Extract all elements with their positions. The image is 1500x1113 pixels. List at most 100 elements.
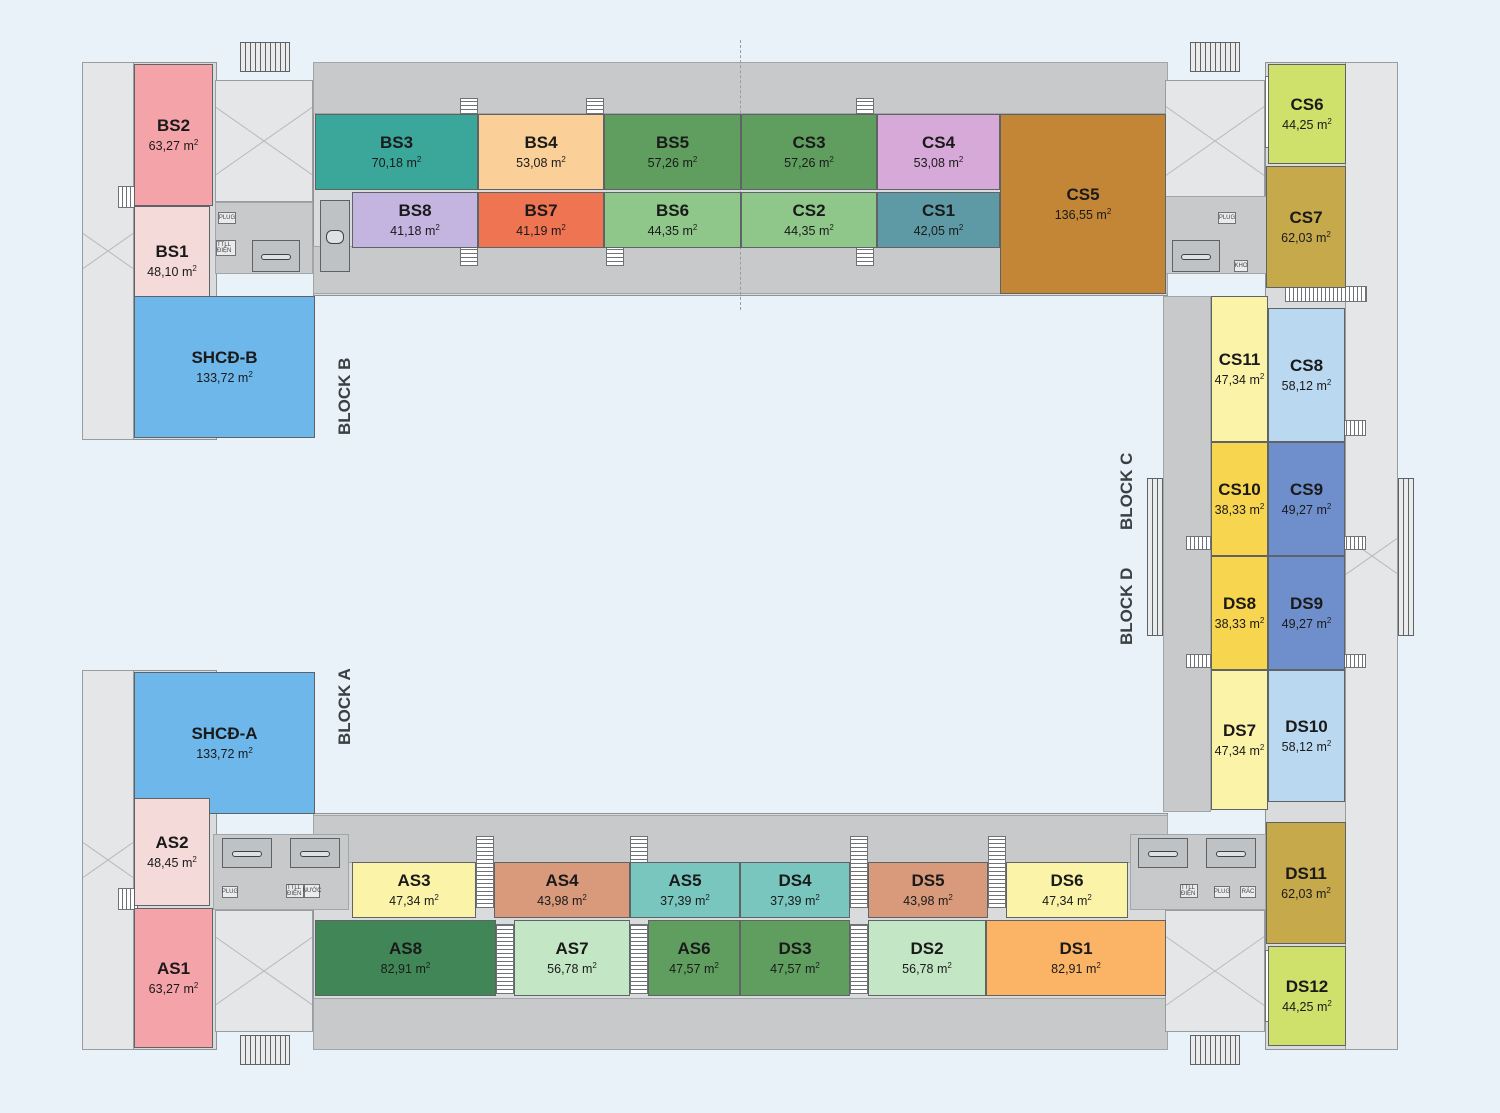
unit-area: 58,12 m2 xyxy=(1281,377,1332,394)
lift-a-1 xyxy=(222,838,272,868)
unit-bs4[interactable]: BS4 53,08 m2 xyxy=(478,114,604,190)
unit-name: DS1 xyxy=(1059,938,1093,958)
void-b-w-edge xyxy=(82,62,134,440)
unit-area: 57,26 m2 xyxy=(647,154,698,171)
unit-cs6[interactable]: CS6 44,25 m2 xyxy=(1268,64,1346,164)
south-corridor xyxy=(313,815,1168,863)
unit-name: DS9 xyxy=(1289,593,1324,613)
stair-s-4 xyxy=(988,836,1006,908)
south-outer-band xyxy=(313,998,1168,1050)
unit-name: AS2 xyxy=(155,832,189,852)
unit-area: 37,39 m2 xyxy=(660,892,710,909)
east-corridor xyxy=(1163,296,1211,812)
unit-ds7[interactable]: DS7 47,34 m2 xyxy=(1211,670,1268,810)
unit-area: 44,25 m2 xyxy=(1282,116,1332,133)
unit-area: 41,18 m2 xyxy=(390,222,440,239)
unit-name: DS6 xyxy=(1050,870,1084,890)
unit-area: 47,57 m2 xyxy=(770,960,820,977)
unit-area: 43,98 m2 xyxy=(903,892,953,909)
unit-name: SHCĐ-B xyxy=(191,347,258,367)
void-a-sw xyxy=(215,910,313,1032)
store-c: KHO xyxy=(1234,260,1248,272)
unit-ds6[interactable]: DS6 47,34 m2 xyxy=(1006,862,1128,918)
block-c-label: BLOCK C xyxy=(1117,452,1136,530)
unit-shcd-b[interactable]: SHCĐ-B 133,72 m2 xyxy=(134,296,315,438)
unit-ds11[interactable]: DS11 62,03 m2 xyxy=(1266,822,1346,944)
stair-s-1 xyxy=(476,836,494,908)
block-b-label: BLOCK B xyxy=(335,357,354,435)
unit-name: BS6 xyxy=(655,200,690,220)
lift-d-1 xyxy=(1138,838,1188,868)
unit-name: AS3 xyxy=(397,870,431,890)
roof-grille-nw xyxy=(240,42,290,72)
unit-area: 47,34 m2 xyxy=(1214,742,1265,759)
unit-name: DS11 xyxy=(1285,863,1327,883)
unit-name: BS4 xyxy=(524,132,558,152)
elec-a: TTLL ĐIỆN xyxy=(286,884,304,898)
unit-ds9[interactable]: DS9 49,27 m2 xyxy=(1268,556,1345,670)
plug-d: PLUG xyxy=(1214,886,1230,898)
unit-area: 58,12 m2 xyxy=(1281,738,1332,755)
unit-area: 47,34 m2 xyxy=(1042,892,1092,909)
water-a: NƯỚC xyxy=(303,884,321,898)
unit-area: 47,57 m2 xyxy=(669,960,719,977)
unit-ds3[interactable]: DS3 47,57 m2 xyxy=(740,920,850,996)
unit-area: 49,27 m2 xyxy=(1281,615,1332,632)
unit-name: CS5 xyxy=(1066,184,1100,204)
unit-area: 42,05 m2 xyxy=(913,222,964,239)
east-grille-right xyxy=(1398,478,1414,636)
stair-s-6 xyxy=(630,924,648,994)
unit-ds10[interactable]: DS10 58,12 m2 xyxy=(1268,670,1345,802)
unit-area: 53,08 m2 xyxy=(516,154,566,171)
unit-name: DS7 xyxy=(1222,720,1257,740)
unit-area: 62,03 m2 xyxy=(1281,885,1331,902)
unit-bs8[interactable]: BS8 41,18 m2 xyxy=(352,192,478,248)
unit-name: BS2 xyxy=(156,115,191,135)
stair-c-2 xyxy=(1285,286,1367,302)
unit-cs8[interactable]: CS8 58,12 m2 xyxy=(1268,308,1345,442)
unit-name: DS10 xyxy=(1285,716,1328,736)
unit-area: 133,72 m2 xyxy=(196,369,253,386)
elec-d: TTLL ĐIỆN xyxy=(1180,884,1198,898)
unit-area: 47,34 m2 xyxy=(1214,371,1265,388)
unit-name: DS3 xyxy=(778,938,812,958)
block-d-label: BLOCK D xyxy=(1117,567,1136,645)
unit-name: BS8 xyxy=(398,200,432,220)
unit-name: CS4 xyxy=(921,132,956,152)
unit-name: CS6 xyxy=(1290,94,1324,114)
unit-name: CS8 xyxy=(1289,355,1324,375)
unit-name: DS4 xyxy=(778,870,812,890)
unit-name: CS2 xyxy=(792,200,826,220)
plug-b: PLUG xyxy=(218,212,236,224)
void-east-edge xyxy=(1345,62,1398,1050)
